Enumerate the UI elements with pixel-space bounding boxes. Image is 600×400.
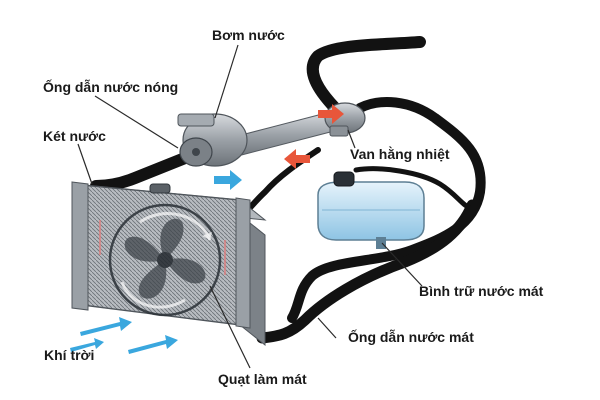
radiator-right-tank [235,197,251,329]
leader-cooling-fan [209,285,251,369]
leader-coolant-reservoir [381,242,423,287]
label-outside-air: Khí trời [44,347,95,363]
hot-flow-arrow-return [284,149,310,169]
label-hot-water-pipe: Ống dẫn nước nóng [43,79,179,95]
leader-radiator [77,143,93,185]
label-water-pump: Bơm nước [212,27,285,43]
label-cooling-fan: Quạt làm mát [218,371,307,387]
reservoir-body [317,181,425,241]
outside-air-arrows [70,317,178,354]
fan-rotation-arrow [139,212,212,241]
leader-cool-water-pipe [317,317,337,339]
radiator-core-fin-marks [99,220,226,275]
fan-blades [124,218,206,299]
label-coolant-reservoir: Bình trữ nước mát [419,283,544,299]
label-thermostat: Van hằng nhiệt [350,146,450,162]
reservoir-overflow-hose [353,166,473,211]
fan-hub [157,252,173,268]
cold-flow-arrow-pump [214,170,242,190]
coolant-reservoir-graphic [317,171,425,249]
leader-water-pump [214,44,239,119]
label-cool-water-pipe: Ống dẫn nước mát [348,329,474,345]
reservoir-cap [333,171,355,187]
hot-flow-arrow-thermostat [318,104,344,124]
leader-lines [77,44,423,369]
top-hose-loop [306,36,426,114]
leader-hot-water-pipe [94,95,179,149]
pump-flange [177,113,215,127]
leader-thermostat [347,129,356,149]
cool-return-hose [256,199,478,344]
label-radiator: Két nước [43,128,106,144]
cooling-fan-graphic [108,203,222,317]
fan-shroud [108,203,222,317]
radiator-cap [149,183,171,194]
radiator-left-tank [71,181,89,311]
flow-arrows [70,104,344,354]
reservoir-outlet [376,237,386,249]
